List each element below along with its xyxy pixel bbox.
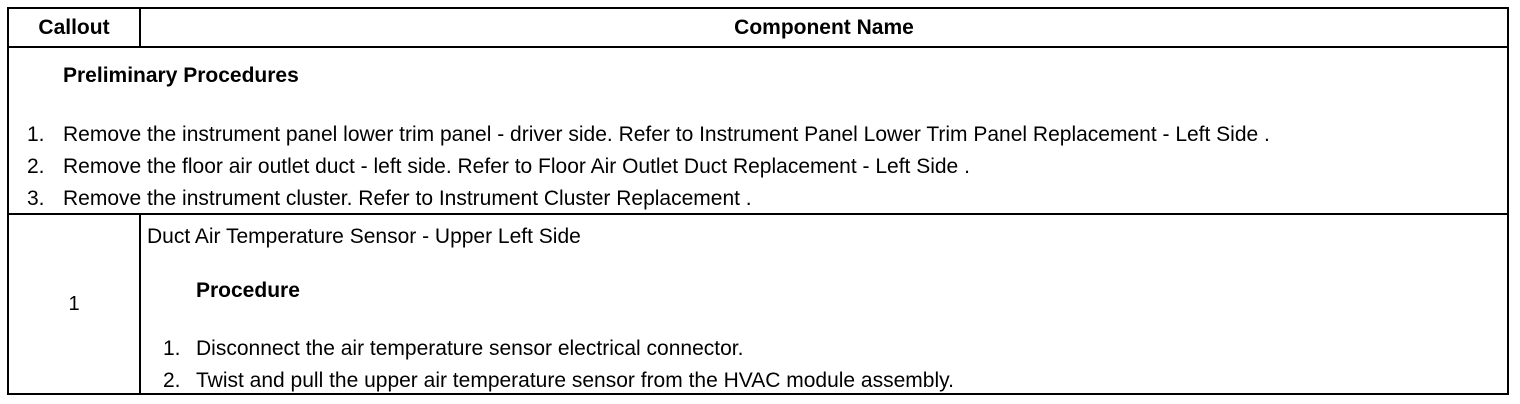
preliminary-cell: Preliminary Procedures 1. Remove the ins… (7, 46, 1509, 215)
preliminary-heading: Preliminary Procedures (63, 64, 299, 87)
step-text: Remove the instrument cluster. Refer to … (63, 187, 752, 210)
preliminary-row: Preliminary Procedures 1. Remove the ins… (7, 46, 1509, 215)
step-number: 2. (163, 369, 181, 392)
component-cell: Duct Air Temperature Sensor - Upper Left… (139, 213, 1509, 395)
step-text: Remove the floor air outlet duct - left … (63, 155, 970, 178)
table-row: 1 Duct Air Temperature Sensor - Upper Le… (7, 213, 1509, 395)
procedure-heading: Procedure (196, 279, 300, 302)
table-header-row: Callout Component Name (7, 7, 1509, 48)
callout-column-header: Callout (7, 7, 141, 48)
step-text: Remove the instrument panel lower trim p… (63, 123, 1270, 146)
step-number: 1. (27, 123, 45, 146)
step-text: Disconnect the air temperature sensor el… (196, 337, 744, 360)
step-number: 1. (163, 337, 181, 360)
step-text: Twist and pull the upper air temperature… (196, 369, 954, 392)
step-number: 2. (27, 155, 45, 178)
callout-number: 1 (7, 213, 141, 395)
component-name: Duct Air Temperature Sensor - Upper Left… (147, 225, 581, 248)
component-name-column-header: Component Name (139, 7, 1509, 48)
step-number: 3. (27, 187, 45, 210)
component-table: Callout Component Name Preliminary Proce… (7, 7, 1509, 395)
